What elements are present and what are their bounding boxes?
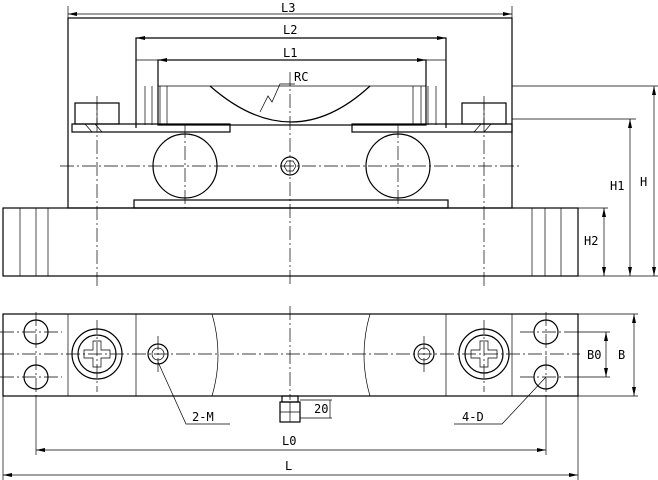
dim-20-label: 20: [314, 402, 328, 416]
front-view: L3 L2 L1 RC H H1 H2: [2, 1, 658, 286]
dim-2m-label: 2-M: [192, 410, 214, 424]
top-view-outline: [2, 313, 579, 397]
dim-h1-label: H1: [610, 179, 624, 193]
rc-arc: [209, 85, 371, 123]
base-plate: [2, 207, 579, 277]
dim-l0-label: L0: [282, 434, 296, 448]
left-roller: [152, 133, 218, 199]
top-view: 20 2-M 4-D B0 B L0 L: [0, 306, 638, 480]
dim-l1-label: L1: [283, 46, 297, 60]
dim-4d-label: 4-D: [462, 410, 484, 424]
saddle-block: [157, 59, 427, 126]
dim-b0-label: B0: [587, 348, 601, 362]
dim-h-label: H: [640, 175, 647, 189]
dim-b-label: B: [618, 348, 625, 362]
dim-rc-label: RC: [294, 70, 308, 84]
dim-h2-label: H2: [584, 234, 598, 248]
bottom-plate: [133, 199, 449, 209]
dim-l3-label: L3: [281, 1, 295, 15]
dim-l2-label: L2: [283, 23, 297, 37]
left-top-plate: [71, 123, 231, 133]
dim-l-label: L: [285, 459, 292, 473]
right-top-plate: [351, 123, 513, 133]
